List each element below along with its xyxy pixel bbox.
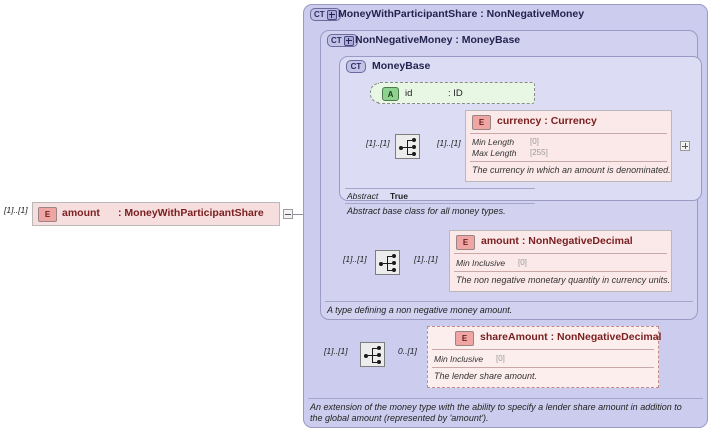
complex-type-badge-middle[interactable]: CT: [327, 34, 358, 47]
ct-badge-text-inner: CT: [350, 62, 362, 71]
expand-toggle-currency[interactable]: [680, 141, 690, 151]
abstract-label: Abstract: [347, 191, 379, 201]
ct-badge-text-middle: CT: [331, 36, 342, 45]
element-amount-box[interactable]: [449, 230, 672, 292]
facet-value-min-inclusive-share: [0]: [496, 354, 505, 363]
facet-value-max-length: [255]: [530, 148, 548, 157]
facet-label-max-length: Max Length: [472, 148, 517, 158]
cardinality-root-element: [1]..[1]: [4, 205, 28, 215]
cardinality-sequence1-right: [1]..[1]: [437, 138, 461, 148]
element-documentation-currency: The currency in which an amount is denom…: [472, 165, 671, 175]
facet-value-min-inclusive-amount: [0]: [518, 258, 527, 267]
divider-abstract: [345, 188, 535, 189]
element-title-currency: currency : Currency: [497, 115, 597, 127]
element-documentation-amount: The non negative monetary quantity in cu…: [456, 275, 671, 285]
sequence-icon-3[interactable]: [360, 342, 385, 367]
element-documentation-shareamount: The lender share amount.: [434, 371, 538, 381]
element-badge-amount: E: [456, 235, 475, 250]
attribute-pointer: [370, 83, 379, 103]
root-element-name: amount: [62, 207, 100, 219]
divider-outer-doc: [308, 398, 703, 399]
divider-currency-doc: [470, 161, 667, 162]
divider-amount-facets: [454, 253, 667, 254]
collapse-toggle-root[interactable]: [283, 209, 293, 219]
cardinality-sequence3-right: 0..[1]: [398, 346, 417, 356]
middle-documentation: A type defining a non negative money amo…: [327, 305, 513, 315]
cardinality-sequence3-left: [1]..[1]: [324, 346, 348, 356]
complex-type-badge-inner[interactable]: CT: [346, 60, 366, 73]
divider-middle-doc: [325, 301, 693, 302]
ct-badge-text: CT: [314, 10, 325, 19]
attribute-id-box[interactable]: [370, 82, 535, 104]
cardinality-sequence2-left: [1]..[1]: [343, 254, 367, 264]
divider-currency-facets: [470, 133, 667, 134]
root-element-box[interactable]: [32, 202, 280, 226]
sequence-icon-1[interactable]: [395, 134, 420, 159]
attribute-id-type: : ID: [448, 88, 463, 99]
attribute-id-name: id: [405, 88, 413, 99]
divider-shareamount-doc: [432, 367, 654, 368]
abstract-value: True: [390, 191, 408, 201]
element-currency-box[interactable]: [465, 110, 672, 182]
complex-type-title-middle: NonNegativeMoney : MoneyBase: [355, 34, 521, 46]
divider-shareamount-facets: [432, 349, 654, 350]
attribute-badge: A: [382, 87, 399, 101]
element-title-amount: amount : NonNegativeDecimal: [481, 235, 633, 247]
element-badge-currency: E: [472, 115, 491, 130]
complex-type-badge-outer[interactable]: CT: [310, 8, 341, 21]
expand-plus-icon-middle: [343, 35, 354, 46]
facet-label-min-inclusive-share: Min Inclusive: [434, 354, 484, 364]
cardinality-sequence1-left: [1]..[1]: [366, 138, 390, 148]
expand-plus-icon: [326, 9, 337, 20]
inner-documentation: Abstract base class for all money types.: [347, 206, 506, 216]
facet-label-min-length: Min Length: [472, 137, 515, 147]
root-element-badge: E: [38, 207, 57, 222]
outer-documentation-line1: An extension of the money type with the …: [310, 402, 682, 412]
divider-inner-doc: [345, 203, 535, 204]
divider-amount-doc: [454, 271, 667, 272]
outer-documentation-line2: the global amount (represented by 'amoun…: [310, 413, 489, 423]
facet-value-min-length: [0]: [530, 137, 539, 146]
complex-type-title-inner: MoneyBase: [372, 60, 431, 72]
element-badge-shareamount: E: [455, 331, 474, 346]
cardinality-sequence2-right: [1]..[1]: [414, 254, 438, 264]
sequence-icon-2[interactable]: [375, 250, 400, 275]
root-element-type: : MoneyWithParticipantShare: [118, 207, 264, 219]
complex-type-title-outer: MoneyWithParticipantShare : NonNegativeM…: [338, 8, 585, 20]
element-title-shareamount: shareAmount : NonNegativeDecimal: [480, 331, 662, 343]
facet-label-min-inclusive-amount: Min Inclusive: [456, 258, 506, 268]
